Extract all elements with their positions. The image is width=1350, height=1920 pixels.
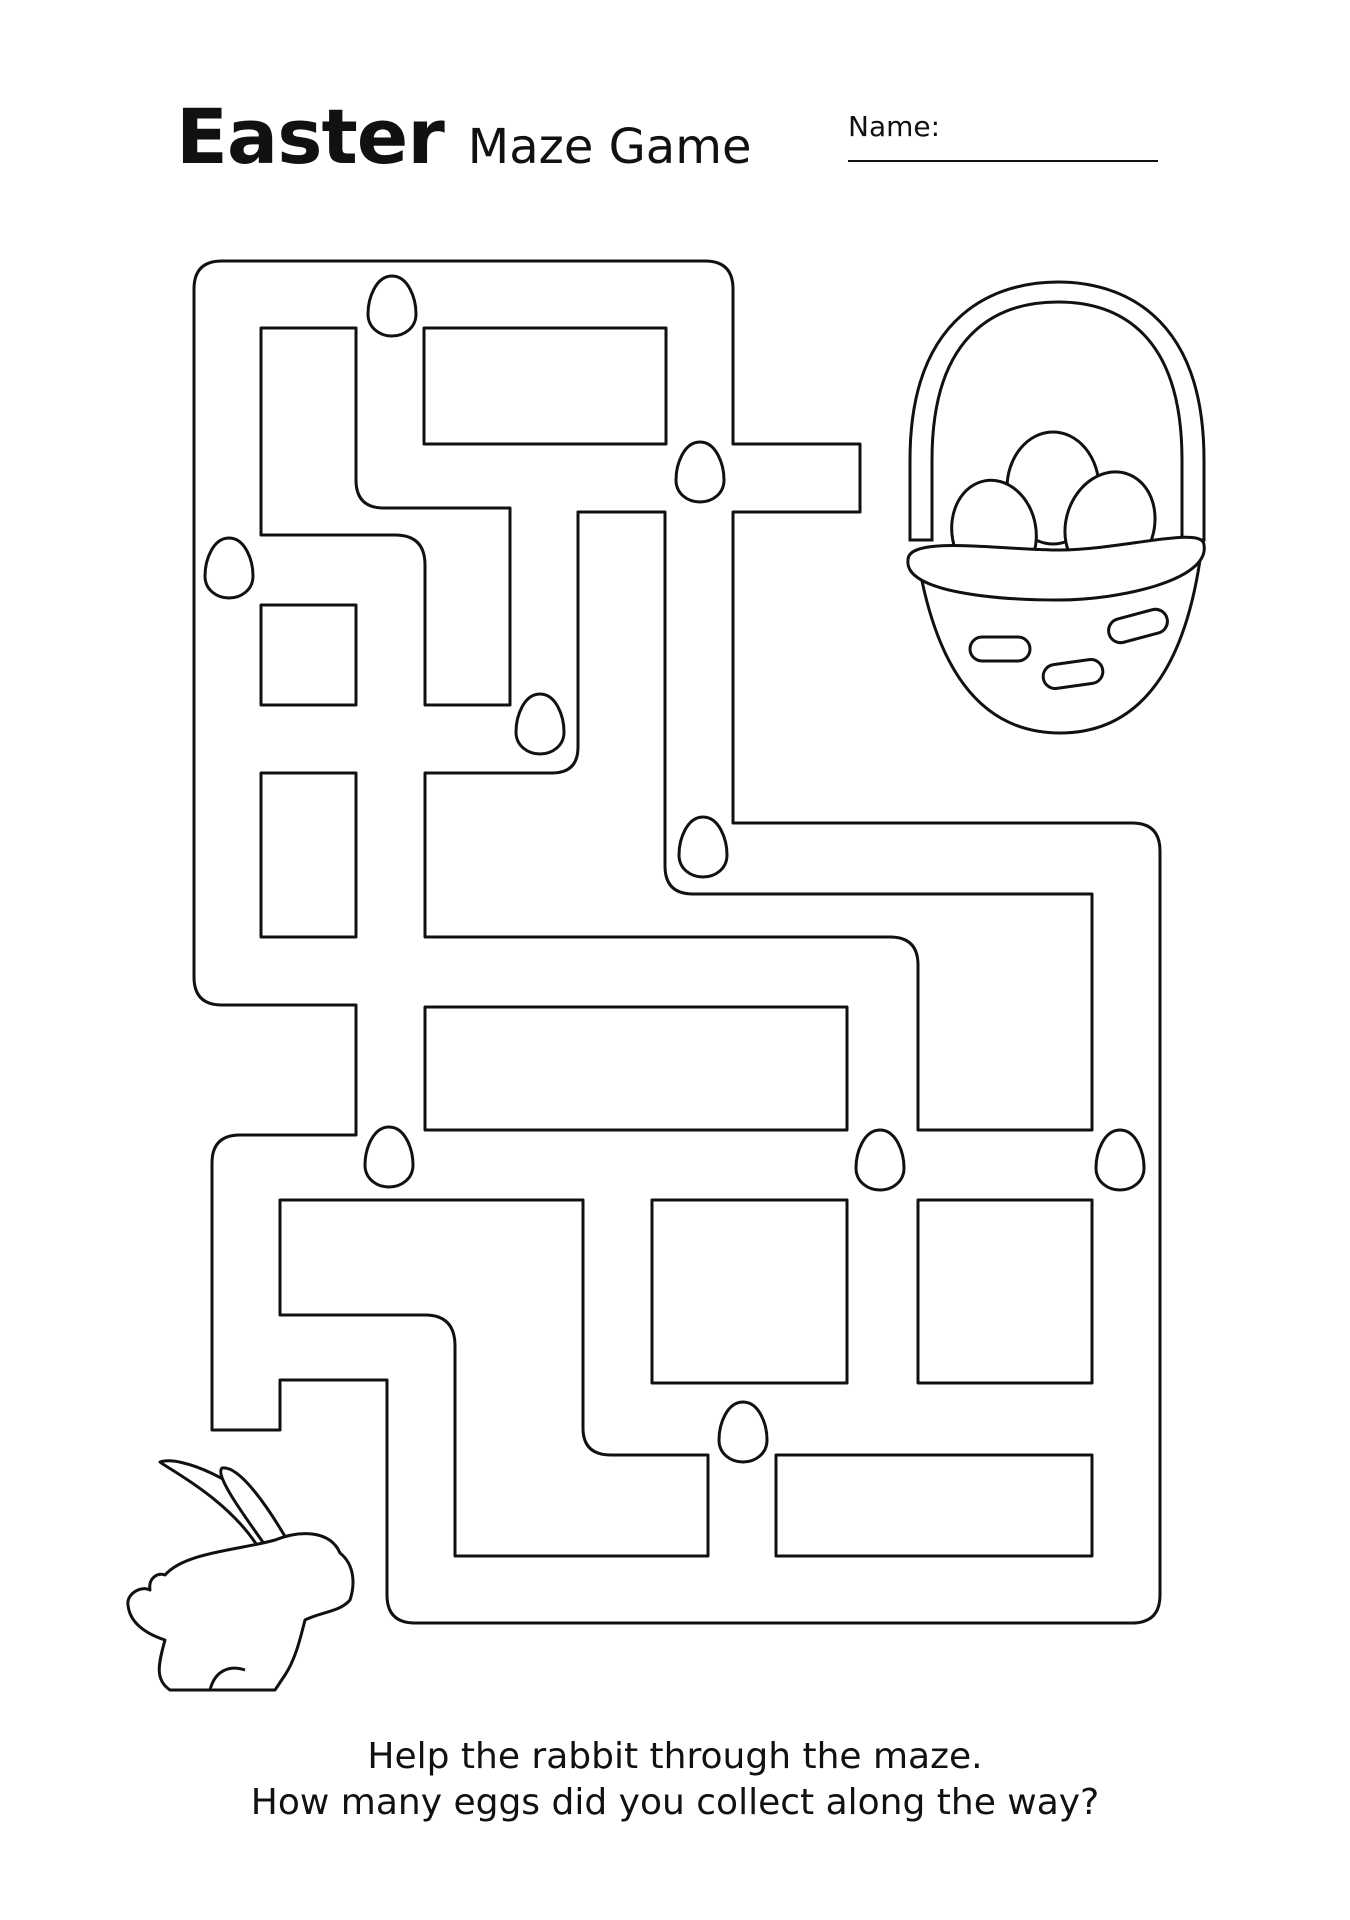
maze-wall [259, 603, 358, 707]
title-main: Easter [176, 92, 445, 181]
egg-icon [717, 1400, 769, 1464]
egg-icon [677, 815, 729, 879]
maze-wall [259, 326, 512, 707]
egg-icon [1094, 1128, 1146, 1192]
maze-wall [422, 326, 668, 446]
title-sub: Maze Game [467, 119, 752, 175]
maze-wall [916, 1198, 1094, 1385]
maze-wall [423, 1005, 849, 1132]
maze-wall [423, 510, 1094, 1132]
name-label: Name: [848, 110, 941, 143]
egg-icon [514, 692, 566, 756]
egg-icon [363, 1125, 415, 1189]
rabbit-icon [126, 1459, 355, 1692]
maze-outer-wall [192, 259, 1162, 1625]
egg-icon [674, 440, 726, 504]
maze-wall [278, 1198, 710, 1558]
egg-basket-icon [906, 280, 1206, 735]
maze-wall [650, 1198, 849, 1385]
maze-wall [259, 771, 358, 939]
egg-icon [854, 1128, 906, 1192]
egg-icon [203, 536, 255, 600]
instruction-line-1: Help the rabbit through the maze. [367, 1736, 983, 1777]
page-title: Easter Maze Game [176, 92, 752, 181]
egg-icon [366, 274, 418, 338]
name-field[interactable]: Name: [848, 110, 1158, 162]
instruction-line-2: How many eggs did you collect along the … [250, 1782, 1100, 1823]
maze-wall [774, 1453, 1094, 1558]
instructions: Help the rabbit through the maze. How ma… [0, 1734, 1350, 1826]
